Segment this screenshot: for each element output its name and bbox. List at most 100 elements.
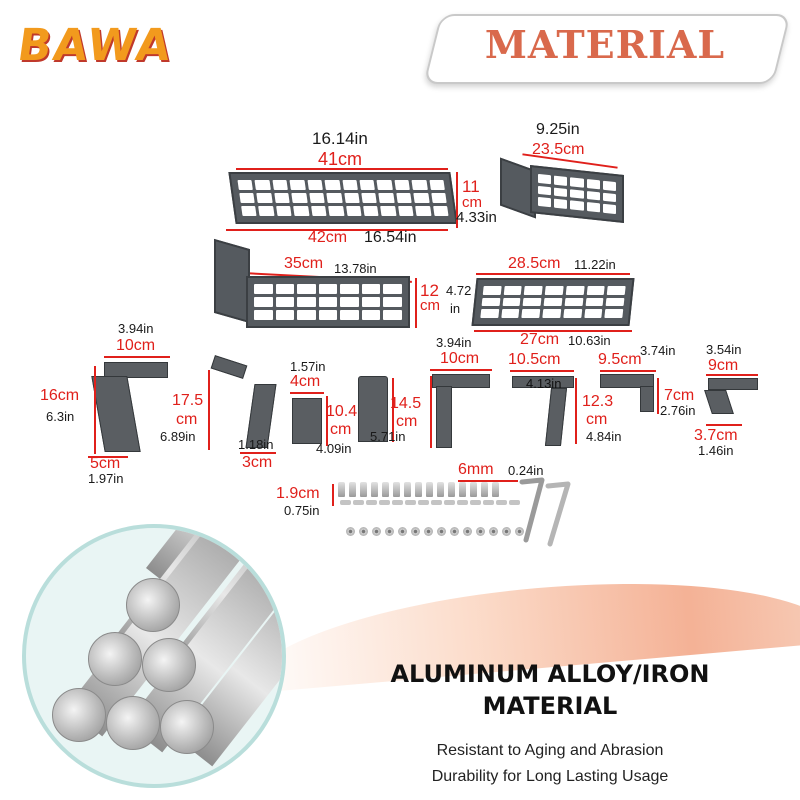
screw-head-icon [431,500,442,505]
screw-icon [393,482,400,497]
bracket6-leg [544,388,568,446]
nut-icon [411,527,420,536]
screw-head-icon [457,500,468,505]
screw-head-row [340,500,520,505]
mid-left-height-cm-a: 12 [420,281,439,300]
corner-plate-width-in: 9.25in [536,121,580,138]
mid-right-height-in-a: 4.72 [446,283,472,298]
corner-plate-front [530,165,624,223]
top-long-plate [228,172,458,224]
mid-left-width-in: 13.78in [334,261,377,276]
bracket5-height-cm-b: cm [396,413,418,430]
dimension-line [456,172,458,228]
top-plate-height-in: 4.33in [456,209,497,226]
bracket3-height-cm-a: 10.4 [326,403,358,420]
dimension-line [415,278,417,328]
dimension-line [474,330,632,332]
dimension-line [657,378,659,414]
hex-wrench-icon [519,477,571,547]
bracket6-height-in: 4.84in [586,429,622,444]
bracket5-top-cm: 10cm [440,350,480,367]
bracket8-top-in: 3.54in [706,342,742,357]
mid-right-width-in: 11.22in [574,257,616,272]
dimension-line [240,452,276,454]
screw-head-icon [340,500,351,505]
screw-head-icon [392,500,403,505]
rod-end [88,632,142,686]
top-plate-height-cm-b: cm [462,194,482,211]
screw-head-icon [405,500,416,505]
screw-icon [338,482,345,497]
bracket1-top-cm: 10cm [116,337,156,354]
top-plate-width-cm: 41cm [318,149,363,169]
screw-icon [415,482,422,497]
screw-head-icon [379,500,390,505]
screw-icon [448,482,455,497]
nut-icon [424,527,433,536]
page-title: MATERIAL [484,22,726,67]
screw-head-icon [496,500,507,505]
dimension-line [476,273,630,275]
bracket3-plate [292,398,322,444]
material-desc-line2: Durability for Long Lasting Usage [431,768,669,785]
bracket3-height-cm-b: cm [330,421,352,438]
top-plate-bottom-width-cm: 42cm [308,229,348,246]
bracket5-height-cm-a: 14.5 [390,395,422,412]
brand-logo: BAWA [14,20,176,71]
material-rods-image [22,524,286,788]
screw-row [338,482,499,497]
bracket1-top [104,362,168,378]
top-plate-height-cm-a: 11 [462,177,480,196]
dimension-line [226,229,448,231]
screw-length-in: 0.75in [284,503,320,518]
screw-icon [371,482,378,497]
bracket7-side-in: 2.76in [660,403,696,418]
mid-right-width-cm: 28.5cm [508,255,561,272]
bracket5-leg [436,386,452,448]
dimension-line [236,168,448,170]
bracket4-height-in: 5.71in [370,429,406,444]
rod-end [142,638,196,692]
top-plate-bottom-width-in: 16.54in [364,229,417,246]
screw-head-icon [418,500,429,505]
nut-icon [476,527,485,536]
mid-left-width-cm: 35cm [284,255,324,272]
wrench-size-mm: 6mm [458,461,494,478]
dimension-line [104,356,170,358]
bracket2-top [210,355,248,379]
bracket1-bottom-cm: 5cm [90,455,121,472]
dimension-line [706,374,758,376]
dimension-line [392,378,394,442]
bracket3-top-cm: 4cm [290,373,321,390]
bracket8-top-cm: 9cm [708,357,739,374]
screw-head-icon [470,500,481,505]
dimension-line [600,370,656,372]
bracket1-height-in: 6.3in [46,409,75,424]
bracket8-bottom-in: 1.46in [698,443,734,458]
nut-icon [346,527,355,536]
dimension-line [94,366,96,454]
nut-icon [372,527,381,536]
nut-icon [398,527,407,536]
rod-end [160,700,214,754]
screw-head-icon [509,500,520,505]
bracket7-top [600,374,654,388]
nut-icon [489,527,498,536]
bracket2-height-in: 6.89in [160,429,196,444]
dimension-line [510,370,574,372]
screw-icon [382,482,389,497]
bracket3-top-in: 1.57in [290,359,326,374]
bracket2-height-cm-b: cm [176,411,198,428]
bracket7-side-cm: 7cm [664,387,695,404]
bracket5-top-in: 3.94in [436,335,472,350]
nut-icon [502,527,511,536]
screw-icon [459,482,466,497]
bracket6-top [512,376,574,388]
nut-icon [359,527,368,536]
dimension-line [706,424,742,426]
bracket2-bottom-cm: 3cm [242,454,273,471]
dimension-line [290,392,324,394]
bracket6-height-cm-b: cm [586,411,608,428]
mid-left-plate-side [214,238,250,324]
mid-right-height-in-b: in [450,301,461,316]
